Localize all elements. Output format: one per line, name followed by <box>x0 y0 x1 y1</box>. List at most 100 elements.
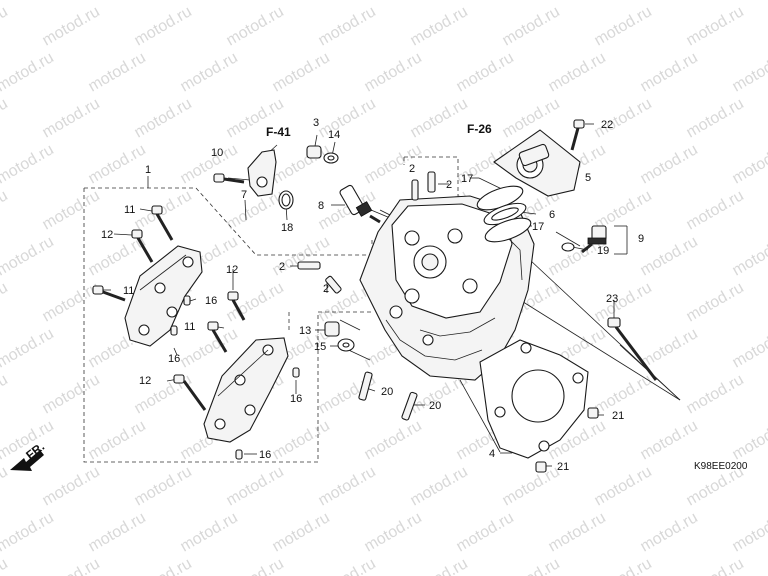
watermark-text: motod.ru <box>592 463 655 509</box>
watermark-text: motod.ru <box>86 141 149 187</box>
watermark-text: motod.ru <box>0 95 11 141</box>
label-2-b: 2 <box>446 179 452 191</box>
watermark-text: motod.ru <box>270 509 333 555</box>
bolts-21 <box>535 407 599 473</box>
label-7: 7 <box>241 189 247 201</box>
watermark-text: motod.ru <box>0 279 11 325</box>
bolts-11-12 <box>92 205 246 411</box>
watermark-text: motod.ru <box>500 3 563 49</box>
watermark-text: motod.ru <box>40 95 103 141</box>
watermark-text: motod.ru <box>362 417 425 463</box>
diagram-code: K98EE0200 <box>694 461 748 472</box>
watermark-text: motod.ru <box>316 95 379 141</box>
cap-and-washer <box>306 145 339 164</box>
watermark-text: motod.ru <box>40 463 103 509</box>
valve-guides-2 <box>297 171 436 294</box>
watermark-text: motod.ru <box>730 417 768 463</box>
bolt-12-top <box>131 229 154 263</box>
ref-f26: F-26 <box>467 122 492 136</box>
intake-insulator <box>476 129 581 243</box>
watermark-text: motod.ru <box>638 417 701 463</box>
bolt-11-top <box>151 205 174 241</box>
watermark-text: motod.ru <box>0 141 57 187</box>
label-8: 8 <box>318 200 324 212</box>
watermark-text: motod.ru <box>408 463 471 509</box>
label-12-a: 12 <box>101 229 113 241</box>
watermark-text: motod.ru <box>638 233 701 279</box>
watermark-text: motod.ru <box>500 463 563 509</box>
label-13: 13 <box>299 325 311 337</box>
watermark-text: motod.ru <box>132 3 195 49</box>
label-17-a: 17 <box>461 173 473 185</box>
watermark-text: motod.ru <box>0 555 11 576</box>
watermark-text: motod.ru <box>0 0 57 3</box>
watermark-text: motod.ru <box>132 463 195 509</box>
watermark-text: motod.ru <box>0 233 57 279</box>
watermark-text: motod.ru <box>0 463 11 509</box>
cap-13-washer-15 <box>324 321 355 352</box>
label-2-d: 2 <box>323 283 329 295</box>
watermark-text: motod.ru <box>684 95 747 141</box>
label-18: 18 <box>281 222 293 234</box>
label-9: 9 <box>638 233 644 245</box>
label-17-b: 17 <box>532 221 544 233</box>
label-12-b: 12 <box>226 264 238 276</box>
bolt-22 <box>570 119 585 151</box>
watermark-text: motod.ru <box>546 0 609 3</box>
watermark-text: motod.ru <box>270 417 333 463</box>
camshaft-holder-left <box>124 245 203 347</box>
label-22: 22 <box>601 119 613 131</box>
watermark-text: motod.ru <box>224 463 287 509</box>
label-16-c: 16 <box>290 393 302 405</box>
bolt-11-mid <box>207 321 228 353</box>
watermark-text: motod.ru <box>454 49 517 95</box>
watermark-text: motod.ru <box>638 509 701 555</box>
watermark-text: motod.ru <box>178 0 241 3</box>
watermark-text: motod.ru <box>684 187 747 233</box>
watermark-text: motod.ru <box>684 3 747 49</box>
label-20-a: 20 <box>381 386 393 398</box>
watermark-text: motod.ru <box>316 463 379 509</box>
label-11-a: 11 <box>124 204 135 216</box>
watermark-text: motod.ru <box>638 325 701 371</box>
watermark-text: motod.ru <box>0 509 57 555</box>
label-19: 19 <box>597 245 609 257</box>
label-21-a: 21 <box>612 410 624 422</box>
watermark-text: motod.ru <box>592 3 655 49</box>
cylinder-head <box>359 195 535 381</box>
watermark-text: motod.ru <box>316 3 379 49</box>
label-2-c: 2 <box>279 261 285 273</box>
watermark-text: motod.ru <box>270 0 333 3</box>
label-15: 15 <box>314 341 326 353</box>
spark-plug <box>339 184 381 224</box>
watermark-text: motod.ru <box>86 509 149 555</box>
label-4: 4 <box>489 448 495 460</box>
label-5: 5 <box>585 172 591 184</box>
label-6: 6 <box>549 209 555 221</box>
temperature-sensor <box>561 225 607 254</box>
label-12-c: 12 <box>139 375 151 387</box>
watermark-text: motod.ru <box>270 49 333 95</box>
watermark-text: motod.ru <box>362 0 425 3</box>
watermark-text: motod.ru <box>454 0 517 3</box>
watermark-text: motod.ru <box>86 49 149 95</box>
watermark-text: motod.ru <box>408 3 471 49</box>
label-14: 14 <box>328 129 340 141</box>
watermark-text: motod.ru <box>0 49 57 95</box>
watermark-text: motod.ru <box>730 0 768 3</box>
watermark-text: motod.ru <box>638 49 701 95</box>
watermark-text: motod.ru <box>132 95 195 141</box>
bolt-23 <box>607 317 658 381</box>
watermark-text: motod.ru <box>408 95 471 141</box>
watermark-text: motod.ru <box>730 233 768 279</box>
watermark-text: motod.ru <box>316 555 379 576</box>
watermark-text: motod.ru <box>0 371 11 417</box>
watermark-text: motod.ru <box>592 555 655 576</box>
watermark-text: motod.ru <box>362 49 425 95</box>
label-23: 23 <box>606 293 618 305</box>
watermark-text: motod.ru <box>684 555 747 576</box>
bolt-12-low <box>173 374 207 411</box>
watermark-text: motod.ru <box>224 3 287 49</box>
front-arrow-icon <box>10 450 44 471</box>
label-2-a: 2 <box>409 163 415 175</box>
